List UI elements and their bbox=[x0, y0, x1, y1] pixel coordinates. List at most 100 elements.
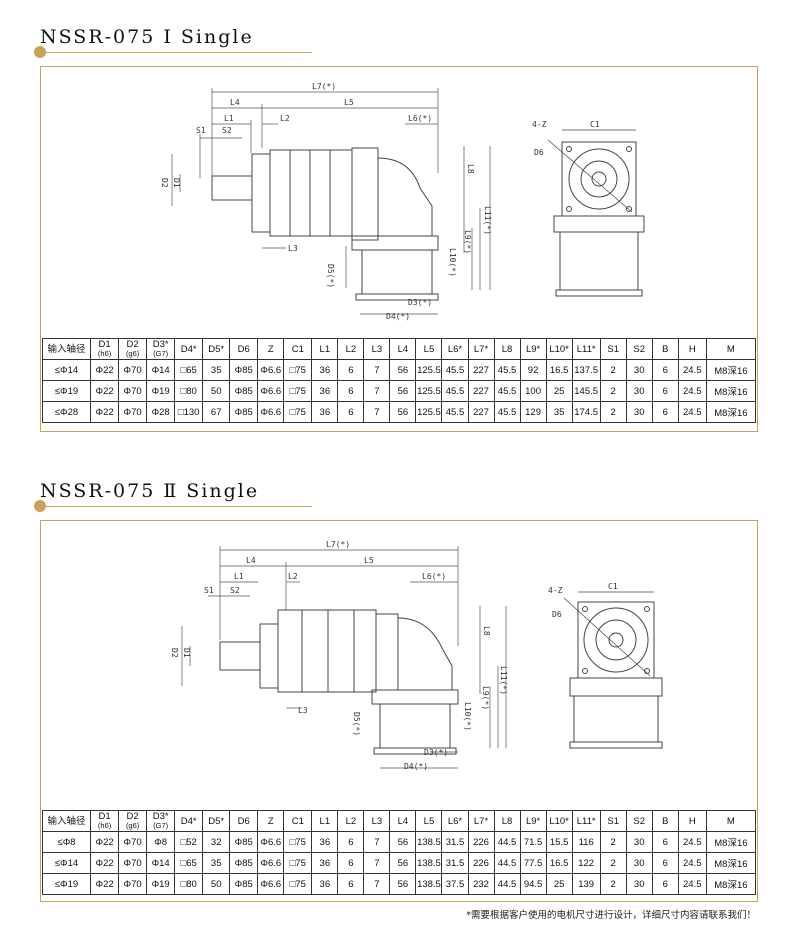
table-cell: 16.5 bbox=[545, 359, 573, 381]
header-cell: D6 bbox=[229, 810, 259, 832]
table-cell: 7 bbox=[363, 380, 391, 402]
table-cell: ≤Φ28 bbox=[41, 401, 92, 423]
table-cell: □80 bbox=[174, 873, 204, 895]
header-cell: L11* bbox=[571, 810, 601, 832]
header-cell: D5* bbox=[202, 338, 231, 360]
table-cell: 226 bbox=[467, 852, 495, 874]
table-cell: 30 bbox=[625, 873, 653, 895]
table-cell: 138.5 bbox=[415, 873, 443, 895]
table-cell: 2 bbox=[599, 401, 627, 423]
table-cell: M8深16 bbox=[705, 852, 757, 874]
table-cell: 122 bbox=[571, 852, 601, 874]
dim-4-Z: 4-Z bbox=[548, 586, 563, 595]
header-cell: L8 bbox=[493, 338, 521, 360]
table-cell: Φ6.6 bbox=[257, 359, 285, 381]
table-cell: 25 bbox=[545, 380, 573, 402]
table-cell: 24.5 bbox=[677, 852, 707, 874]
section-2-spec-table: 输入轴径 D1(h6) D2(g6) D3*(G7) D4* D5* D6 Z … bbox=[41, 810, 757, 895]
table-cell: 7 bbox=[363, 401, 391, 423]
header-cell: D6 bbox=[229, 338, 259, 360]
table-cell: 24.5 bbox=[677, 873, 707, 895]
dim-L8: L8 bbox=[466, 164, 475, 174]
table-cell: Φ22 bbox=[90, 831, 120, 853]
table-cell: 6 bbox=[651, 873, 679, 895]
table-cell: 44.5 bbox=[493, 831, 521, 853]
table-cell: Φ85 bbox=[229, 401, 259, 423]
table-cell: 24.5 bbox=[677, 401, 707, 423]
section-1-title-underline bbox=[40, 52, 312, 53]
header-cell: L2 bbox=[337, 338, 365, 360]
table-cell: 35 bbox=[202, 359, 231, 381]
header-cell: L4 bbox=[389, 810, 417, 832]
table-cell: ≤Φ14 bbox=[41, 359, 92, 381]
table-cell: 24.5 bbox=[677, 359, 707, 381]
table-cell: 7 bbox=[363, 873, 391, 895]
table-cell: Φ22 bbox=[90, 380, 120, 402]
table-cell: 30 bbox=[625, 831, 653, 853]
header-cell: L4 bbox=[389, 338, 417, 360]
table-cell: 125.5 bbox=[415, 359, 443, 381]
dim-L9: L9(*) bbox=[481, 686, 490, 711]
header-cell: B bbox=[651, 810, 679, 832]
table-cell: 56 bbox=[389, 359, 417, 381]
table-cell: 56 bbox=[389, 831, 417, 853]
dim-4-Z: 4-Z bbox=[532, 120, 547, 129]
table-cell: Φ22 bbox=[90, 359, 120, 381]
table-cell: □75 bbox=[283, 359, 313, 381]
table-cell: 226 bbox=[467, 831, 495, 853]
table-cell: Φ8 bbox=[146, 831, 176, 853]
table-header-row: 输入轴径 D1(h6) D2(g6) D3*(G7) D4* D5* D6 Z … bbox=[41, 338, 757, 360]
table-cell: Φ70 bbox=[118, 831, 148, 853]
table-cell: □75 bbox=[283, 380, 313, 402]
header-cell: L5 bbox=[415, 338, 443, 360]
table-cell: 45.5 bbox=[493, 359, 521, 381]
table-cell: Φ22 bbox=[90, 852, 120, 874]
table-cell: 125.5 bbox=[415, 401, 443, 423]
table-cell: 6 bbox=[337, 380, 365, 402]
table-cell: 30 bbox=[625, 359, 653, 381]
dim-L1: L1 bbox=[234, 572, 244, 581]
header-cell: L8 bbox=[493, 810, 521, 832]
header-cell: L1 bbox=[311, 810, 339, 832]
dim-D5: D5(*) bbox=[352, 712, 361, 737]
table-cell: 138.5 bbox=[415, 831, 443, 853]
table-cell: 6 bbox=[651, 852, 679, 874]
table-cell: 45.5 bbox=[493, 380, 521, 402]
dim-S2: S2 bbox=[222, 126, 232, 135]
table-cell: Φ14 bbox=[146, 852, 176, 874]
table-cell: 67 bbox=[202, 401, 231, 423]
header-cell: D5* bbox=[202, 810, 231, 832]
table-cell: 77.5 bbox=[519, 852, 547, 874]
table-cell: Φ70 bbox=[118, 401, 148, 423]
table-cell: 6 bbox=[651, 359, 679, 381]
table-cell: Φ19 bbox=[146, 873, 176, 895]
table-cell: 7 bbox=[363, 359, 391, 381]
table-cell: □75 bbox=[283, 852, 313, 874]
header-cell: L7* bbox=[467, 810, 495, 832]
dim-D1: D1 bbox=[172, 178, 181, 188]
header-cell: D3*(G7) bbox=[146, 810, 176, 832]
table-cell: Φ6.6 bbox=[257, 401, 285, 423]
table-cell: M8深16 bbox=[705, 380, 757, 402]
table-cell: □130 bbox=[174, 401, 204, 423]
header-cell: L3 bbox=[363, 810, 391, 832]
table-cell: Φ6.6 bbox=[257, 873, 285, 895]
table-cell: 2 bbox=[599, 831, 627, 853]
table-cell: ≤Φ14 bbox=[41, 852, 92, 874]
table-cell: 56 bbox=[389, 852, 417, 874]
table-cell: □65 bbox=[174, 852, 204, 874]
table-cell: 125.5 bbox=[415, 380, 443, 402]
header-cell: L7* bbox=[467, 338, 495, 360]
table-cell: 35 bbox=[545, 401, 573, 423]
dim-L4: L4 bbox=[246, 556, 256, 565]
dim-D3: D3(*) bbox=[408, 298, 433, 307]
table-cell: Φ85 bbox=[229, 359, 259, 381]
table-cell: 92 bbox=[519, 359, 547, 381]
header-cell: S2 bbox=[625, 810, 653, 832]
table-cell: ≤Φ19 bbox=[41, 380, 92, 402]
table-cell: 227 bbox=[467, 359, 495, 381]
table-cell: Φ85 bbox=[229, 831, 259, 853]
section-1-title: NSSR-075 Ⅰ Single bbox=[40, 26, 254, 48]
